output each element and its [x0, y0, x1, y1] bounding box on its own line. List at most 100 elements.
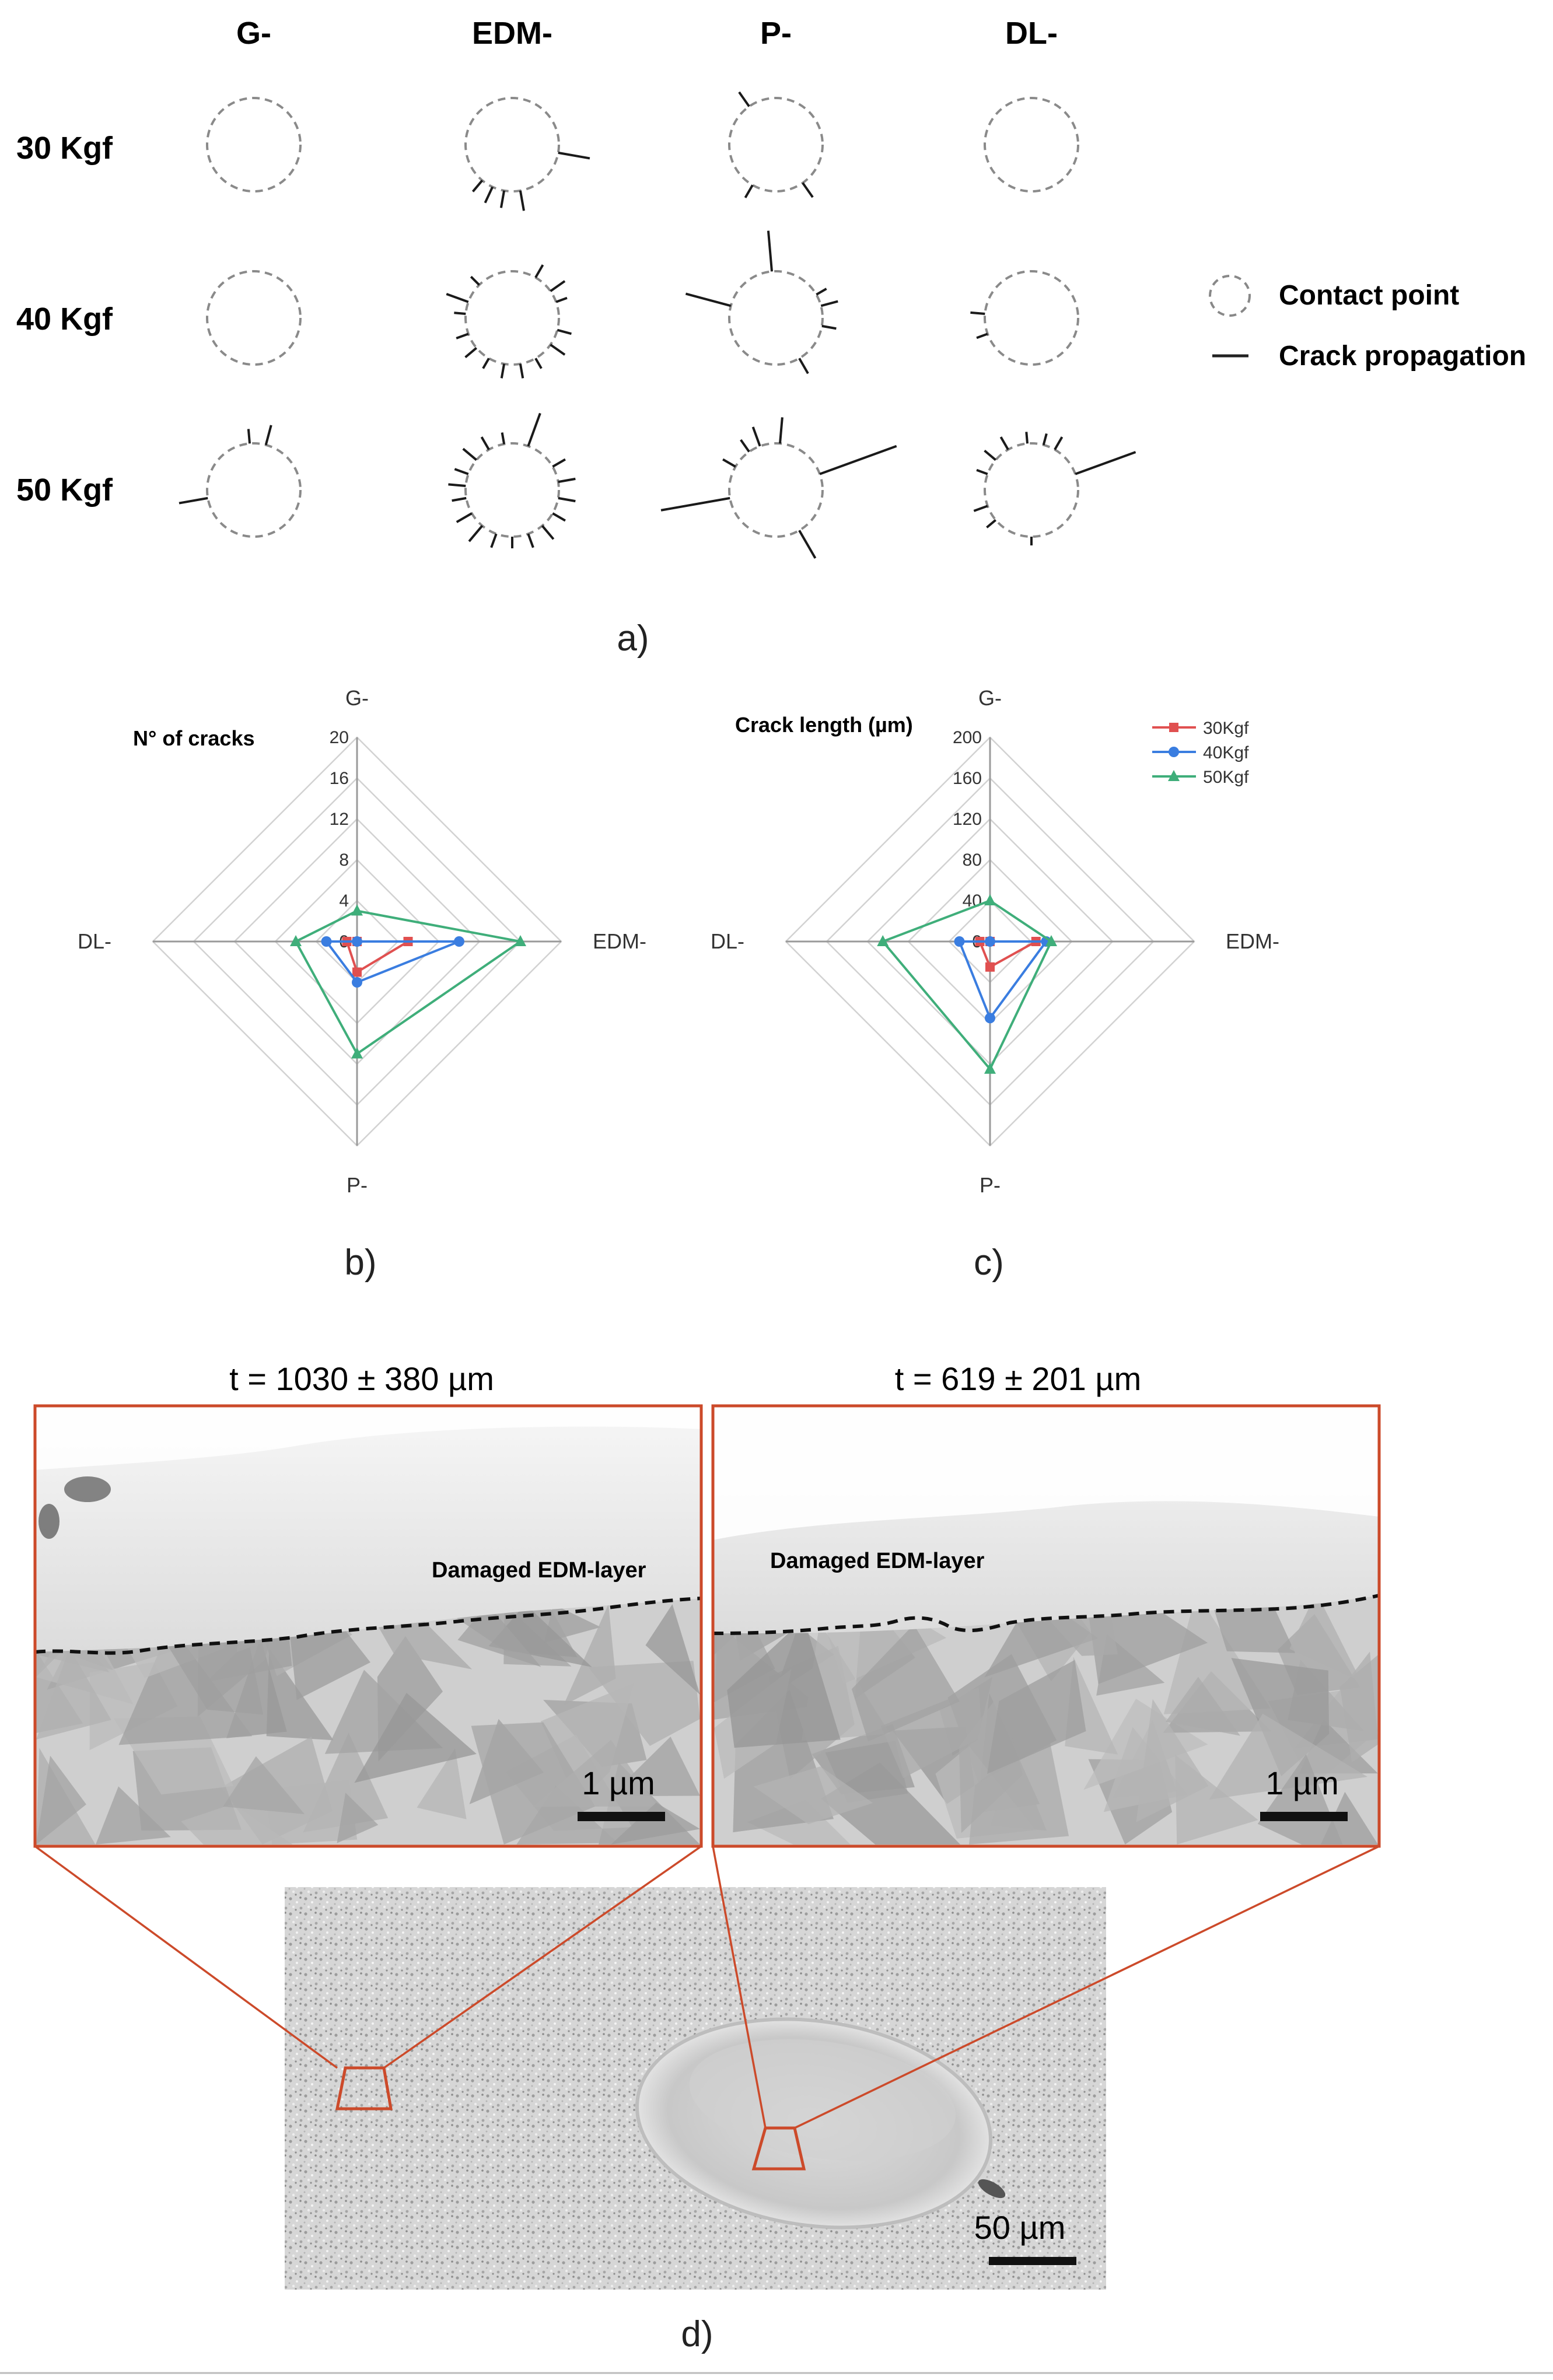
legend-crack-label: Crack propagation [1279, 341, 1526, 372]
radar-tick-label: 200 [953, 728, 982, 747]
row-label-40: 40 Kgf [16, 302, 113, 337]
right-micrograph: Damaged EDM-layer 1 µm [711, 1404, 1381, 1848]
legend-label: 40Kgf [1203, 743, 1249, 762]
col-header-g: G- [236, 16, 271, 51]
crack-mark [557, 328, 572, 335]
crack-mark [454, 312, 466, 316]
crack-mark [1025, 432, 1029, 444]
crack-mark [722, 458, 736, 468]
panel-label-a: a) [617, 618, 649, 659]
radar-axis-label: EDM- [1226, 929, 1279, 953]
crack-mark [798, 530, 817, 559]
legend-panel-a: Contact point Crack propagation [1209, 275, 1526, 372]
contact-point-icon [728, 442, 824, 538]
crack-mark [740, 439, 750, 453]
crack-mark [555, 296, 568, 303]
radar-crack-count-title: N° of cracks [133, 726, 255, 750]
crack-mark [501, 432, 506, 444]
overview-micrograph: 50 µm [285, 1887, 1106, 2290]
radar-data-point [352, 977, 362, 988]
radar-tick-label: 80 [963, 850, 982, 870]
panel-label-c: c) [974, 1242, 1004, 1283]
crack-mark [448, 483, 466, 488]
crack-mark [798, 358, 809, 374]
crack-mark [767, 230, 774, 272]
panel-label-b: b) [344, 1242, 376, 1283]
radar-data-point [352, 936, 362, 947]
crack-mark [480, 436, 490, 450]
crack-mark [550, 344, 566, 356]
radar-data-point [321, 936, 332, 947]
right-thickness-title: t = 619 ± 201 µm [895, 1360, 1142, 1397]
zoom-box-right [751, 2126, 806, 2171]
radar-tick-label: 12 [330, 810, 349, 829]
crack-mark [452, 496, 467, 502]
legend-contact-point-icon [1209, 275, 1251, 317]
radar-data-point [985, 962, 995, 972]
crack-mark [984, 449, 997, 461]
crack-mark [541, 524, 555, 540]
contact-point-icon [728, 97, 824, 192]
radar-data-point [877, 935, 889, 946]
crack-mark [534, 358, 543, 369]
col-header-dl: DL- [1005, 16, 1058, 51]
crack-mark [482, 358, 490, 369]
crack-mark [999, 436, 1009, 450]
crack-mark [558, 477, 576, 484]
radar-data-point [985, 936, 995, 947]
contact-point-icon [728, 270, 824, 366]
radar-data-point [351, 1047, 363, 1059]
contact-point-icon [464, 270, 560, 366]
crack-mark [247, 429, 251, 444]
radar-axis-label: G- [345, 686, 369, 710]
radar-data-point [984, 1062, 996, 1074]
radar-data-point [515, 935, 526, 946]
scalebar-label-right: 1 µm [1265, 1765, 1339, 1801]
crack-mark [490, 533, 498, 548]
damaged-layer-left [35, 1406, 701, 1652]
contact-point-icon [464, 442, 560, 538]
legend-label: 50Kgf [1203, 768, 1249, 787]
crack-mark [462, 447, 478, 461]
radar-data-point [1045, 935, 1057, 946]
crack-mark [527, 412, 541, 447]
crack-mark [744, 184, 754, 198]
radar-axis-label: EDM- [593, 929, 646, 953]
layer-label-left: Damaged EDM-layer [432, 1558, 646, 1583]
radar-axis-label: G- [978, 686, 1002, 710]
crack-mark [820, 300, 838, 307]
crack-mark [519, 363, 524, 379]
contact-point-icon [206, 270, 302, 366]
radar-data-point [1169, 723, 1178, 732]
radar-data-point [1168, 770, 1180, 781]
radar-tick-label: 8 [339, 850, 349, 870]
legend-label: 30Kgf [1203, 719, 1249, 738]
crack-mark [464, 346, 478, 359]
contact-point-icon [984, 97, 1079, 192]
crack-mark [821, 324, 837, 330]
crack-mark [519, 190, 525, 211]
crack-mark [179, 496, 208, 505]
crack-mark [550, 280, 566, 292]
radar-tick-label: 16 [330, 769, 349, 788]
crack-mark [499, 190, 506, 208]
crack-mark [976, 468, 988, 475]
grain-structure-right [714, 1592, 1378, 1845]
crack-mark [778, 417, 784, 444]
scalebar-label-overview: 50 µm [974, 2209, 1066, 2246]
radar-tick-label: 160 [953, 769, 982, 788]
contact-point-icon [984, 442, 1079, 538]
crack-mark [454, 468, 469, 475]
crack-mark [819, 444, 897, 475]
crack-mark [527, 533, 534, 548]
radar-data-point [954, 936, 965, 947]
crack-mark [552, 458, 566, 468]
row-label-50: 50 Kgf [16, 473, 113, 508]
zoom-connectors [34, 1845, 1380, 2129]
legend-contact-point-label: Contact point [1279, 280, 1459, 311]
layer-label-right: Damaged EDM-layer [770, 1549, 985, 1573]
contact-point-icon [206, 442, 302, 538]
radar-crack-length-title: Crack length (µm) [735, 713, 913, 737]
